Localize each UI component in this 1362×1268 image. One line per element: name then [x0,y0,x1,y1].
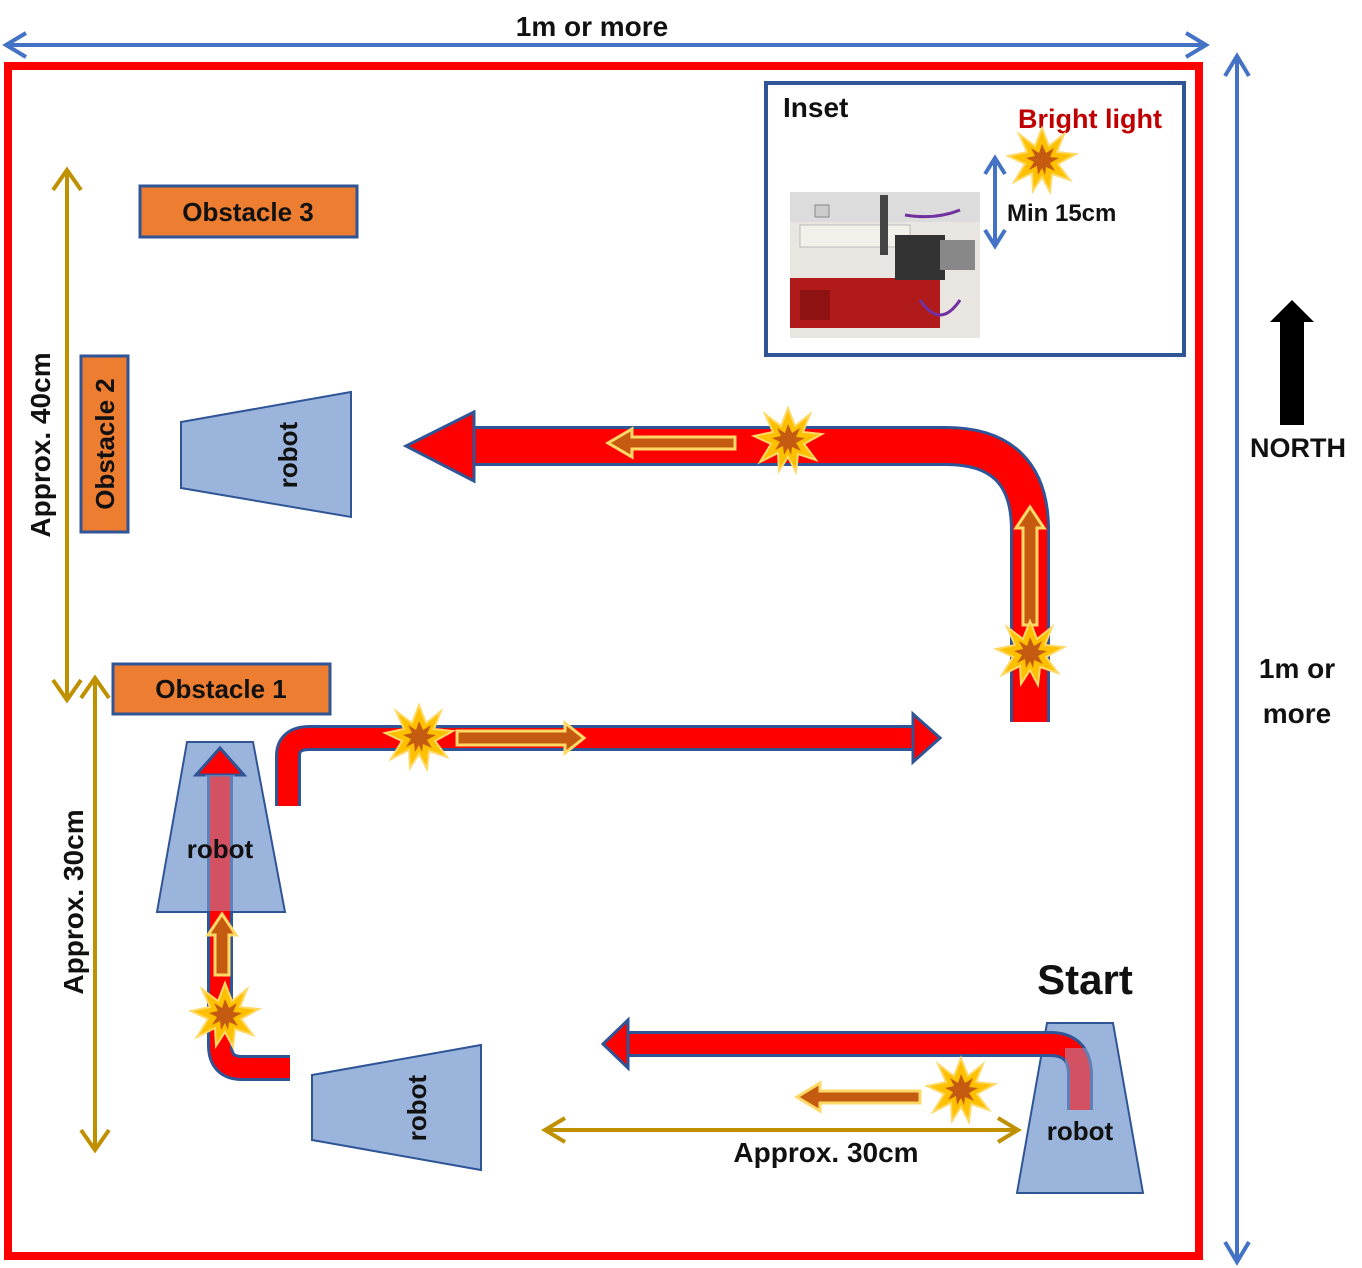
robot-upper [180,390,352,519]
obstacle-1-label: Obstacle 1 [155,674,287,704]
arena-boundary [4,62,1203,1260]
robot-left-label: robot [187,834,254,864]
min-distance-label: Min 15cm [1007,200,1116,227]
path-segment-north-west [402,409,1050,722]
dimension-30cm-horizontal-label: Approx. 30cm [733,1137,918,1168]
direction-arrow-2 [205,911,239,977]
dimension-30cm-horizontal [541,1116,1022,1144]
right-height-label-line2: more [1263,698,1331,729]
obstacle-1: Obstacle 1 [111,662,332,716]
right-height-dimension [1223,52,1251,1266]
direction-arrow-5 [605,426,737,460]
light-burst-icon-1 [926,1057,996,1123]
bright-light-label: Bright light [1018,104,1162,134]
north-arrow-icon [1270,300,1314,425]
robot-start-label: robot [1047,1116,1114,1146]
top-width-dimension [2,31,1210,59]
robot-photo [790,192,980,338]
direction-arrow-4 [1013,504,1047,627]
north-label: NORTH [1250,433,1346,463]
dimension-30cm-vertical-label: Approx. 30cm [58,809,89,994]
robot-upper-label: robot [273,421,303,488]
start-label: Start [1037,956,1133,1003]
dimension-40cm-label: Approx. 40cm [25,352,56,537]
robot-bottom-label: robot [402,1074,432,1141]
right-height-label-line1: 1m or [1259,653,1335,684]
light-burst-icon-3 [384,704,454,770]
top-width-label: 1m or more [516,11,669,42]
min-distance-dimension [983,154,1007,250]
obstacle-3: Obstacle 3 [138,184,359,239]
obstacle-3-label: Obstacle 3 [182,197,314,227]
left-robot-overlay [205,775,235,911]
dimension-40cm [51,166,83,704]
start-robot-overlay [1065,1048,1095,1110]
obstacle-2: Obstacle 2 [79,354,130,534]
inset-title: Inset [783,92,848,123]
dimension-30cm-vertical [79,674,111,1154]
obstacle-2-label: Obstacle 2 [90,378,120,510]
path-segment-left-north [192,745,290,1081]
robot-bottom [311,1043,482,1172]
direction-arrow-1 [794,1080,922,1114]
path-segment-east [275,710,943,806]
direction-arrow-3 [455,719,587,757]
path-segment-start-west [600,1016,1093,1110]
